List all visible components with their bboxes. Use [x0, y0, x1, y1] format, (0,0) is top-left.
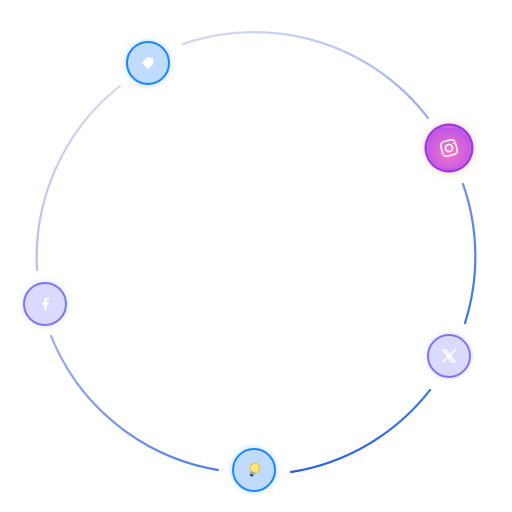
lightbulb-node[interactable] [232, 448, 276, 492]
tag-icon [141, 57, 154, 70]
facebook-icon [42, 297, 49, 310]
orbit-arc-bottom-right [289, 388, 432, 474]
instagram-node[interactable] [426, 125, 472, 171]
facebook-node[interactable] [23, 282, 67, 326]
x-node[interactable] [427, 334, 471, 378]
orbit-arc-top [181, 31, 430, 120]
lightbulb-icon [249, 462, 261, 477]
orbit-arc-left [35, 84, 122, 272]
tag-node[interactable] [126, 41, 170, 85]
instagram-icon [439, 138, 459, 158]
orbit-arc-right [461, 182, 477, 325]
x-logo-icon [441, 349, 457, 363]
orbit-arc-bottom-left [49, 334, 220, 472]
